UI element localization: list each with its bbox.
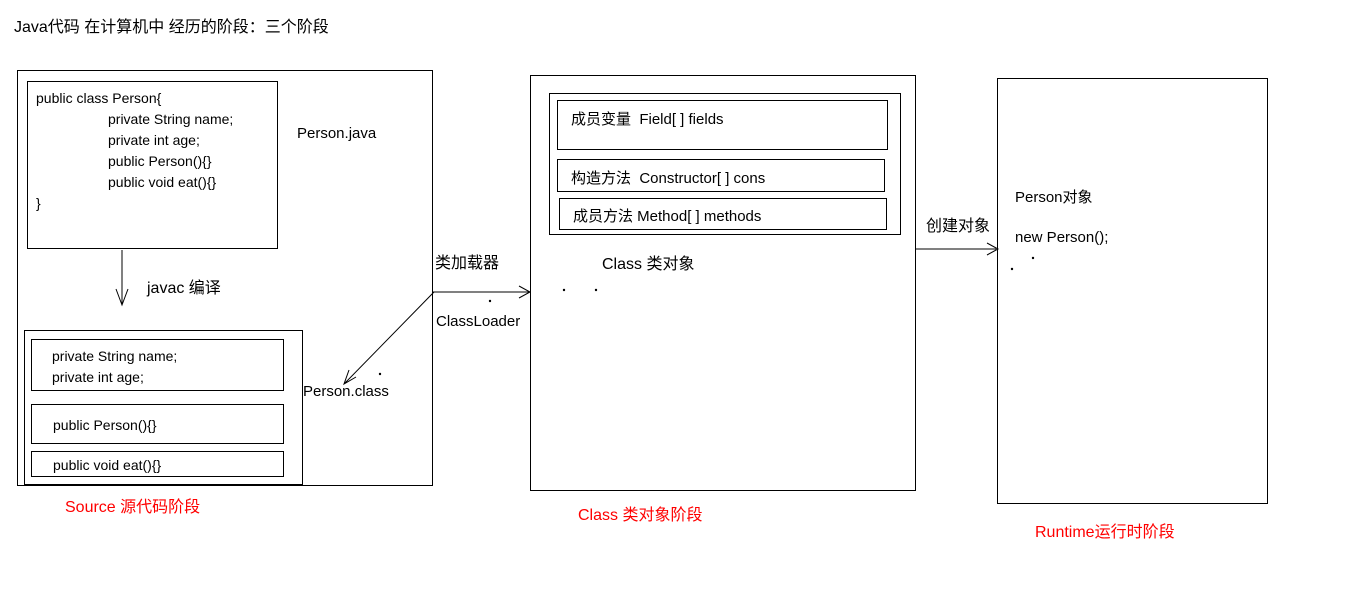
person-class-box xyxy=(24,330,303,485)
create-object-label: 创建对象 xyxy=(926,218,991,235)
person-java-code-box: public class Person{ private String name… xyxy=(27,81,278,249)
class-loader-en-label: ClassLoader xyxy=(436,313,521,330)
class-fields-row: 成员变量 Field[ ] fields xyxy=(557,100,888,150)
runtime-stage-label: Runtime运行时阶段 xyxy=(1035,524,1175,541)
class-fields-box: private String name; private int age; xyxy=(31,339,284,391)
class-method-box: public void eat(){} xyxy=(31,451,284,477)
source-stage-box xyxy=(17,70,433,486)
classloader-arrow xyxy=(433,285,532,299)
source-stage-label: Source 源代码阶段 xyxy=(65,499,201,516)
code-line: public Person(){} xyxy=(108,153,212,169)
code-line: private int age; xyxy=(108,132,200,148)
code-line: } xyxy=(36,195,41,211)
class-constructor-box: public Person(){} xyxy=(31,404,284,444)
new-person-code: new Person(); xyxy=(1015,229,1109,246)
class-object-label: Class 类对象 xyxy=(602,256,695,273)
page-title: Java代码 在计算机中 经历的阶段：三个阶段 xyxy=(14,19,329,36)
code-line: public Person(){} xyxy=(53,417,157,433)
class-object-box xyxy=(549,93,901,235)
create-object-arrow xyxy=(916,242,1000,256)
row-text: 成员方法 Method[ ] methods xyxy=(573,208,762,225)
code-line: private int age; xyxy=(52,369,144,385)
class-methods-row: 成员方法 Method[ ] methods xyxy=(559,198,887,230)
row-text: 成员变量 Field[ ] fields xyxy=(571,111,724,128)
javac-compile-label: javac 编译 xyxy=(147,280,221,297)
person-object-label: Person对象 xyxy=(1015,189,1093,206)
class-stage-label: Class 类对象阶段 xyxy=(578,507,703,524)
runtime-stage-box xyxy=(997,78,1268,504)
code-line: public void eat(){} xyxy=(53,457,162,473)
code-line: public class Person{ xyxy=(36,90,162,106)
person-java-label: Person.java xyxy=(297,125,377,142)
code-line: private String name; xyxy=(52,348,178,364)
row-text: 构造方法 Constructor[ ] cons xyxy=(571,170,766,187)
person-class-label: Person.class xyxy=(303,383,389,400)
class-stage-box xyxy=(530,75,916,491)
code-line: private String name; xyxy=(108,111,234,127)
class-loader-cn-label: 类加载器 xyxy=(435,255,500,272)
code-line: public void eat(){} xyxy=(108,174,217,190)
class-constructors-row: 构造方法 Constructor[ ] cons xyxy=(557,159,885,192)
